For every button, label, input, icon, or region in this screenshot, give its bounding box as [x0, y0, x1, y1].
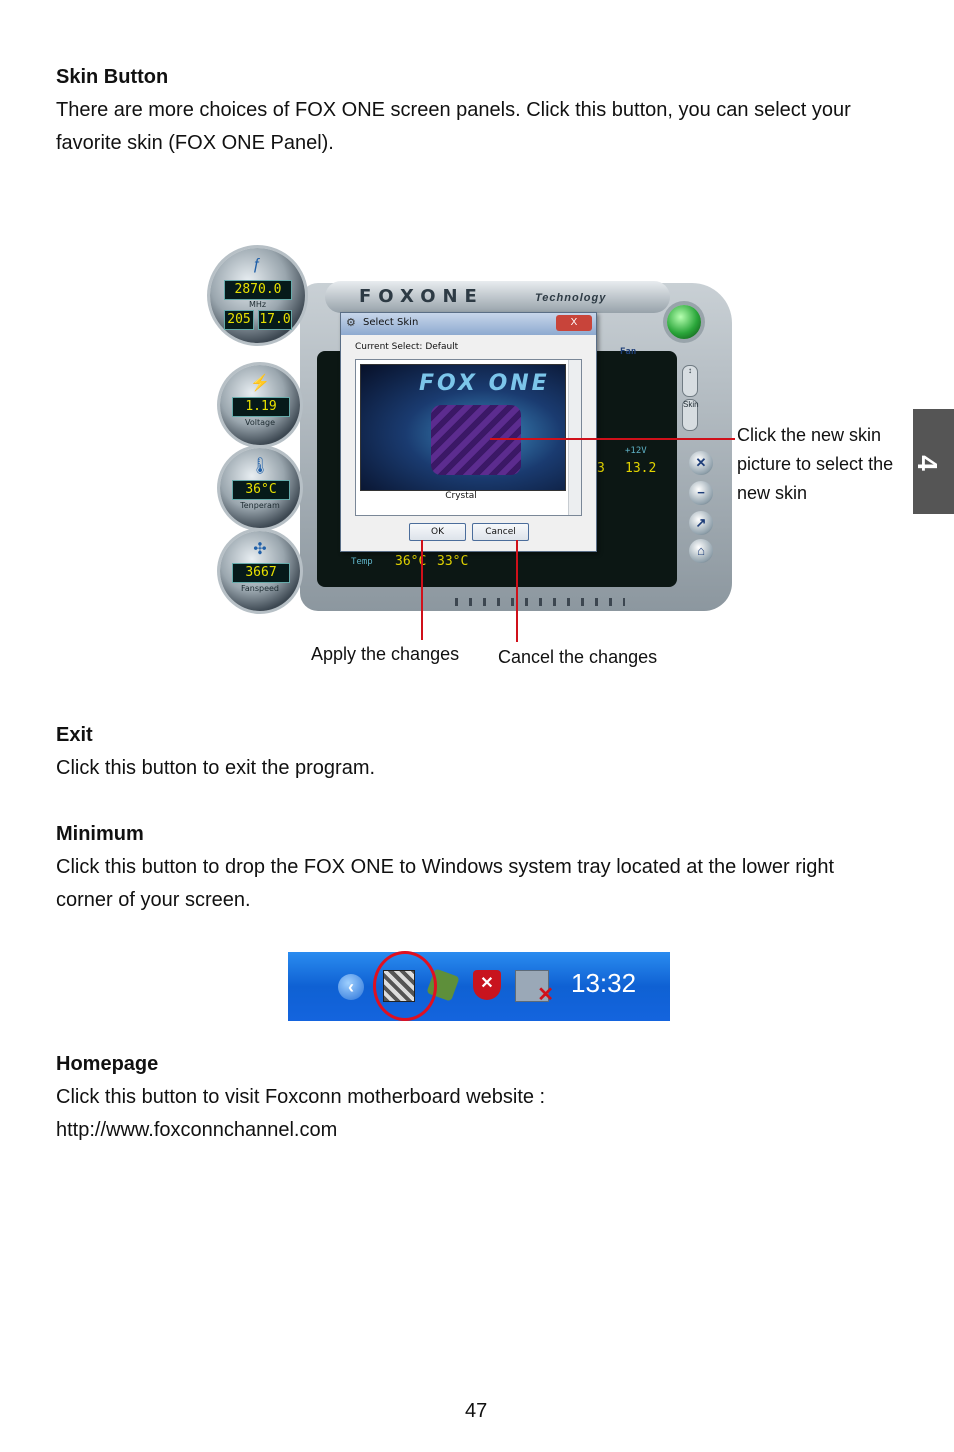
rail-value-left: 3: [597, 461, 605, 476]
select-skin-dialog: ⚙ Select Skin X Current Select: Default …: [340, 312, 597, 552]
dialog-titlebar: ⚙ Select Skin X: [341, 313, 596, 335]
homepage-heading: Homepage: [56, 1053, 159, 1075]
gear-icon: ⚙: [346, 317, 356, 329]
vent-dots: [455, 598, 625, 606]
foxconn-logo-icon: ƒ: [252, 256, 262, 273]
minimize-button-icon[interactable]: −: [689, 481, 713, 505]
temp-label: Temp: [351, 557, 373, 567]
fsb-value: 205: [224, 310, 254, 330]
title-bar: FOXONE Technology: [325, 281, 670, 313]
exit-text: Click this button to exit the program.: [56, 757, 376, 779]
chevron-left-icon[interactable]: ‹: [338, 974, 364, 1000]
temp-value-2: 33°C: [437, 554, 469, 569]
cpu-dial: ƒ 2870.0 MHz 205 17.0: [210, 248, 305, 343]
fan-label: Fanspeed: [240, 584, 279, 593]
current-skin-label: Current Select: Default: [355, 342, 459, 352]
arrow-toggle-button[interactable]: ↕: [682, 365, 698, 397]
power-orb-icon[interactable]: [667, 305, 701, 339]
brand-logo: FOXONE: [359, 286, 484, 307]
exit-button-icon[interactable]: ✕: [689, 451, 713, 475]
temp-value-1: 36°C: [395, 554, 427, 569]
thumbnail-panel: [431, 405, 521, 475]
rail-value: 13.2: [625, 461, 657, 476]
callout-click-skin: Click the new skin picture to select the…: [737, 425, 894, 503]
temperature-label: Tenperam: [240, 501, 280, 510]
skin-thumbnail[interactable]: FOX ONE: [360, 364, 566, 491]
skin-list[interactable]: FOX ONE Crystal: [355, 359, 582, 516]
rail-label: +12V: [625, 446, 647, 456]
thumbnail-logo: FOX ONE: [419, 371, 550, 396]
fan-speed-value: 3667: [232, 563, 290, 583]
close-icon[interactable]: X: [556, 315, 592, 331]
thermometer-icon: 🌡: [250, 458, 271, 475]
ok-button[interactable]: OK: [409, 523, 466, 541]
callout-line-cancel: [516, 540, 518, 642]
minimum-heading: Minimum: [56, 823, 144, 845]
voltage-label: Voltage: [244, 418, 275, 427]
callout-cancel: Cancel the changes: [498, 647, 658, 667]
dialog-title: Select Skin: [363, 317, 419, 328]
system-tray: ‹ ✕ ✕ 13:32: [288, 952, 670, 1021]
chapter-tab: 4: [911, 409, 954, 514]
tray-clock: 13:32: [571, 968, 637, 998]
fan-tab[interactable]: Fan: [620, 347, 637, 357]
fan-dial: ✣ 3667 Fanspeed: [220, 531, 300, 611]
multiplier-value: 17.0: [258, 310, 292, 330]
lightning-icon: ⚡: [250, 375, 270, 392]
cpu-frequency: 2870.0: [224, 280, 292, 300]
page-number: 47: [465, 1400, 488, 1422]
skin-button[interactable]: Skin: [682, 399, 699, 431]
fan-icon: ✣: [253, 541, 267, 558]
temperature-value: 36°C: [232, 480, 290, 500]
technology-label: Technology: [535, 292, 607, 304]
callout-line-skin: [490, 438, 735, 440]
voltage-dial: ⚡ 1.19 Voltage: [220, 365, 300, 445]
skin-heading: Skin Button: [56, 66, 169, 88]
homepage-url[interactable]: http://www.foxconnchannel.com: [56, 1119, 338, 1141]
list-scrollbar[interactable]: [568, 360, 581, 515]
cancel-button[interactable]: Cancel: [472, 523, 529, 541]
callout-apply: Apply the changes: [311, 644, 460, 664]
homepage-button-icon[interactable]: ⌂: [689, 539, 713, 563]
minimum-text: Click this button to drop the FOX ONE to…: [56, 856, 835, 911]
chapter-number: 4: [911, 455, 943, 471]
skin-text: There are more choices of FOX ONE screen…: [56, 99, 851, 154]
highlight-circle: [373, 951, 437, 1021]
temperature-dial: 🌡 36°C Tenperam: [220, 448, 300, 528]
exit-heading: Exit: [56, 724, 93, 746]
voltage-value: 1.19: [232, 397, 290, 417]
network-disconnected-icon[interactable]: ✕: [515, 970, 554, 1006]
tools-button-icon[interactable]: ↗: [689, 511, 713, 535]
callout-line-apply: [421, 540, 423, 640]
mhz-label: MHz: [248, 300, 267, 309]
security-shield-icon[interactable]: ✕: [473, 970, 501, 1000]
homepage-text: Click this button to visit Foxconn mothe…: [56, 1086, 546, 1108]
skin-name: Crystal: [445, 491, 477, 501]
